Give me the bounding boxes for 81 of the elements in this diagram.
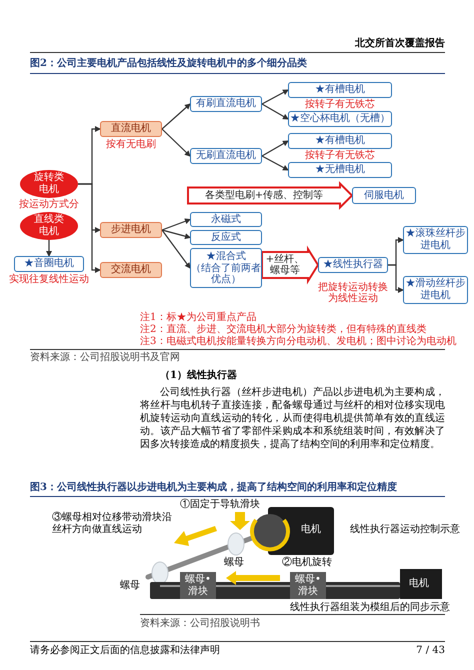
product-box bbox=[14, 256, 84, 272]
edge-label: 各类型电刷+传感、控制等 bbox=[204, 190, 324, 201]
callout-text: 螺母 bbox=[224, 557, 245, 569]
node-label: ★空心杯电机（无槽） bbox=[290, 113, 390, 125]
node-label: 反应式 bbox=[211, 232, 241, 244]
arrow bbox=[162, 103, 191, 130]
product-box bbox=[318, 257, 388, 273]
node-label: 永磁式 bbox=[211, 214, 241, 226]
header-text: 北交所首次覆盖报告 bbox=[354, 38, 445, 50]
product-box bbox=[190, 248, 262, 288]
annotation-text: 按转子有无铁芯 bbox=[304, 99, 376, 110]
product-box bbox=[352, 187, 416, 204]
product-box bbox=[190, 96, 262, 112]
callout-text: 螺母•滑块 bbox=[184, 574, 212, 598]
section-heading: （1）线性执行器 bbox=[160, 370, 238, 382]
node-label: 旋转类电机 bbox=[34, 172, 64, 196]
annotation-text: 按有无电刷 bbox=[105, 139, 157, 150]
source-text: 资料来源：公司招股说明书及官网 bbox=[30, 352, 181, 364]
category-box bbox=[100, 222, 162, 238]
block-arrow bbox=[187, 181, 354, 210]
callout-text: 电机 bbox=[409, 578, 430, 590]
figure-title: 图2：公司主要电机产品包括线性及旋转电机中的多个细分品类 bbox=[30, 58, 308, 70]
callout-text: 电机 bbox=[301, 524, 322, 536]
node-label: ★音圈电机 bbox=[24, 258, 74, 270]
node-label: ★滑动丝杆步进电机 bbox=[404, 278, 466, 302]
node-label: 有刷直流电机 bbox=[196, 98, 256, 110]
node-label: 直流电机 bbox=[111, 123, 151, 135]
figure-title: 图3：公司线性执行器以步进电机为主要构成，提高了结构空间的利用率和定位精度 bbox=[30, 482, 398, 494]
node-label: 步进电机 bbox=[111, 224, 151, 236]
product-box bbox=[190, 212, 262, 227]
callout-text: 螺母•滑块 bbox=[294, 574, 322, 598]
callout-text: ①固定于导轨滑块 bbox=[180, 499, 261, 511]
arrow bbox=[388, 264, 404, 293]
edge-label: +丝杆、螺母等 bbox=[264, 254, 306, 276]
product-box bbox=[288, 162, 392, 178]
callout-text: ③螺母相对位移带动滑块沿丝杆方向做直线运动 bbox=[52, 512, 173, 536]
body-paragraph: 公司线性执行器（丝杆步进电机）产品以步进电机为主要构成，将丝杆与电机转子直接连接，配备螺母通过与丝杆的相对位移实现电机旋转运动向直线运动的转化，从而使得电机提供简单有效的直线运动。该产品大幅节省了零部件采购成本和系统组装时间，有效解决了因多次转接造成的精度损失，提高了结构空间的利用率和定位精度。 bbox=[140, 386, 445, 451]
arrow bbox=[46, 240, 52, 257]
node-label: ★有槽电机 bbox=[315, 84, 365, 96]
category-box bbox=[100, 121, 162, 137]
block-arrow bbox=[261, 246, 320, 284]
node-label: 无刷直流电机 bbox=[196, 150, 256, 162]
note-text: 注3：电磁式电机按能量转换方向分电动机、发电机；图中讨论为电动机 bbox=[140, 336, 458, 348]
caption-text: 线性执行器组装为模组后的同步示意 bbox=[290, 602, 450, 614]
category-box bbox=[100, 262, 162, 278]
arrow bbox=[262, 155, 289, 171]
note-text: 注1：标★为公司重点产品 bbox=[140, 312, 258, 324]
footer-text: 请务必参阅正文后面的信息披露和法律声明 bbox=[30, 645, 221, 657]
annotation-text: 把旋转运动转换为线性运动 bbox=[318, 282, 388, 304]
annotation-text: 按运动方式分 bbox=[18, 199, 80, 210]
node-note: （结合了前两者优点） bbox=[191, 263, 261, 285]
callout-text: 螺母 bbox=[120, 580, 141, 592]
ellipse-node bbox=[20, 212, 78, 240]
node-label: 直线类电机 bbox=[34, 214, 64, 238]
arrow bbox=[262, 103, 289, 120]
node-label: ★无槽电机 bbox=[315, 164, 365, 176]
arrow bbox=[78, 183, 101, 273]
source-text: 资料来源：公司招股说明书 bbox=[140, 618, 261, 630]
arrow bbox=[162, 128, 191, 157]
product-box bbox=[190, 230, 262, 245]
node-label: 伺服电机 bbox=[364, 190, 404, 202]
arrow bbox=[162, 230, 191, 269]
arrow bbox=[262, 89, 289, 105]
caption-text: 线性执行器运动控制示意 bbox=[350, 524, 460, 536]
callout-text: ②电机旋转 bbox=[282, 557, 333, 569]
arrow bbox=[262, 140, 289, 157]
node-label: 交流电机 bbox=[111, 264, 151, 276]
node-label: ★线性执行器 bbox=[323, 259, 383, 271]
arrow bbox=[162, 218, 191, 231]
annotation-text: 实现往复线性运动 bbox=[8, 274, 90, 285]
ellipse-node bbox=[20, 170, 78, 198]
node-label: ★有槽电机 bbox=[315, 135, 365, 147]
arrow bbox=[162, 229, 191, 240]
product-box bbox=[288, 82, 392, 98]
page-number: 7 / 43 bbox=[415, 645, 445, 657]
annotation-text: 按转子有无铁芯 bbox=[304, 150, 376, 161]
product-box bbox=[288, 133, 392, 149]
product-box bbox=[190, 148, 262, 164]
node-label: ★滚珠丝杆步进电机 bbox=[404, 228, 466, 252]
note-text: 注2：直流、步进、交流电机大部分为旋转类，但有特殊的直线类 bbox=[140, 324, 428, 336]
node-label: ★混合式 bbox=[206, 251, 246, 262]
